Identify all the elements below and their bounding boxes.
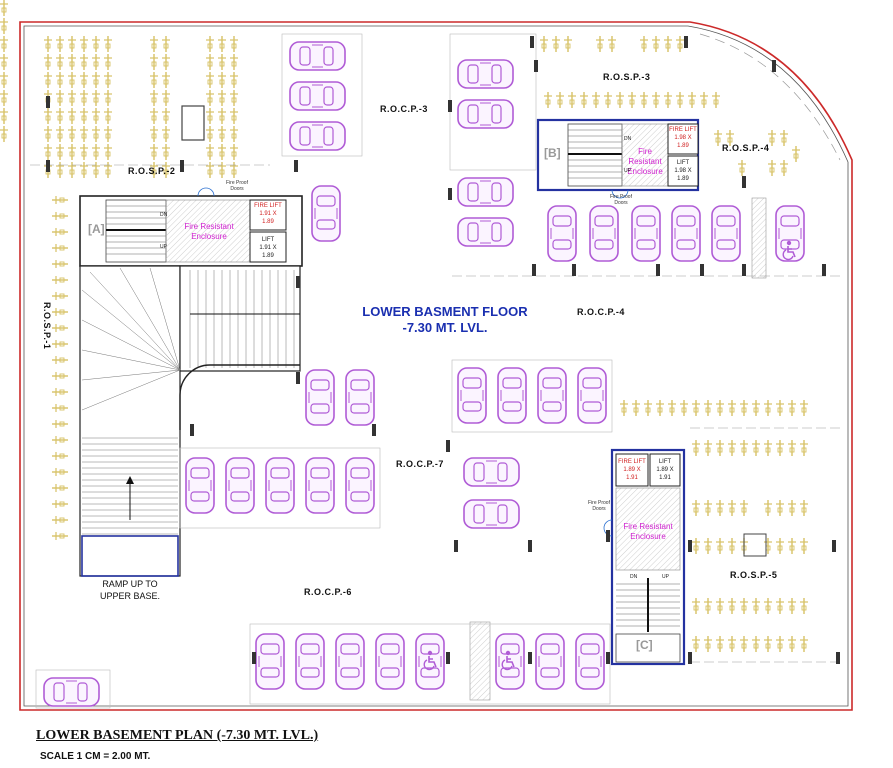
core-b-lift: LIFT 1.98 X 1.89 <box>674 160 692 182</box>
core-b-fire-lift: FIRE LIFT 1.98 X 1.89 <box>669 127 697 149</box>
car-stalls-rocp3 <box>281 33 363 242</box>
zone-rosp2: R.O.S.P.-2 <box>128 166 176 176</box>
car-stalls-rocp7 <box>179 359 613 529</box>
plan-title: LOWER BASEMENT PLAN (-7.30 MT. LVL.) <box>36 728 319 743</box>
core-c-lift: LIFT 1.89 X 1.91 <box>656 459 674 481</box>
core-a-dn: DN <box>160 212 168 218</box>
core-a-lift: LIFT 1.91 X 1.89 <box>259 237 277 259</box>
zone-rocp4: R.O.C.P.-4 <box>577 307 625 317</box>
core-c-fire-lift: FIRE LIFT 1.89 X 1.91 <box>618 459 646 481</box>
core-b-tag: [B] <box>544 146 561 160</box>
core-b-enclosure: Fire Resistant Enclosure <box>627 147 663 176</box>
core-c-doors: Fire Proof Doors <box>588 500 610 512</box>
zone-rosp4: R.O.S.P.-4 <box>722 143 770 153</box>
zone-rosp3: R.O.S.P.-3 <box>603 72 651 82</box>
zone-rocp6: R.O.C.P.-6 <box>304 587 352 597</box>
core-b-doors: Fire Proof Doors <box>610 194 632 206</box>
zone-rosp1: R.O.S.P.-1 <box>42 302 52 350</box>
core-c <box>603 448 686 666</box>
ramp-label-line1: RAMP UP TO <box>102 579 158 589</box>
zone-rocp7: R.O.C.P.-7 <box>396 459 444 469</box>
ramp-label: RAMP UP TO UPPER BASE. <box>86 578 174 602</box>
car-stalls-rocp4 <box>449 33 840 279</box>
core-b-up: UP <box>624 168 631 174</box>
core-a-enclosure: Fire Resistant Enclosure <box>184 222 234 241</box>
scale-note: SCALE 1 CM = 2.00 MT. <box>40 751 151 762</box>
two-wheeler-row-west <box>51 195 69 541</box>
core-a-fire-lift: FIRE LIFT 1.91 X 1.89 <box>254 203 282 225</box>
floor-title: LOWER BASMENT FLOOR -7.30 MT. LVL. <box>360 304 530 336</box>
core-a-doors: Fire Proof Doors <box>226 180 248 192</box>
core-c-dn: DN <box>630 574 638 580</box>
ramp-area <box>79 265 301 577</box>
core-a-up: UP <box>160 244 167 250</box>
ramp-label-line2: UPPER BASE. <box>99 591 161 601</box>
core-b-dn: DN <box>624 136 632 142</box>
floor-title-line1: LOWER BASMENT FLOOR <box>362 304 528 319</box>
floor-title-line2: -7.30 MT. LVL. <box>402 320 488 335</box>
zone-rosp5: R.O.S.P.-5 <box>730 570 778 580</box>
car-stalls-rocp6 <box>35 621 611 709</box>
structural-columns <box>46 36 840 664</box>
core-c-enclosure: Fire Resistant Enclosure <box>623 522 673 541</box>
core-b <box>536 118 700 199</box>
core-a-tag: [A] <box>88 222 105 236</box>
core-c-tag: [C] <box>636 638 653 652</box>
core-c-up: UP <box>662 574 669 580</box>
core-a <box>79 187 303 267</box>
two-wheeler-grid-rosp5 <box>619 399 840 663</box>
two-wheeler-grid-top-left <box>0 0 270 178</box>
zone-rocp3: R.O.C.P.-3 <box>380 104 428 114</box>
site-boundary <box>19 21 853 711</box>
